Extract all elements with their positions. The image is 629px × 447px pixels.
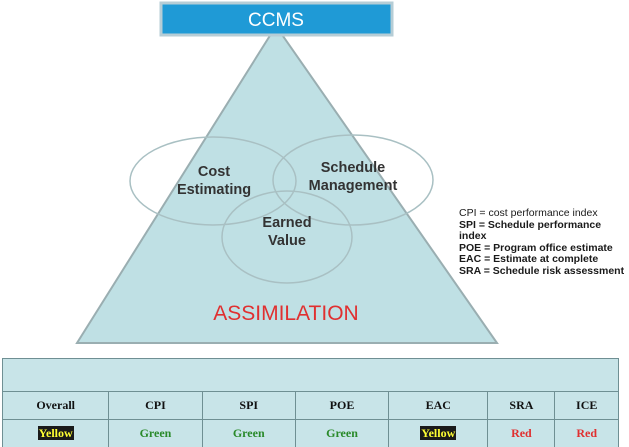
status-cell-eac: Yellow	[388, 419, 489, 447]
status-table-header-band	[2, 358, 619, 392]
status-value-eac: Yellow	[420, 426, 457, 440]
column-header-ice: ICE	[554, 391, 619, 420]
earned-value-label-line2: Value	[268, 233, 306, 249]
status-cell-sra: Red	[487, 419, 556, 447]
acronym-legend: CPI = cost performance index SPI = Sched…	[459, 207, 627, 277]
ccms-header-box	[159, 1, 394, 37]
column-header-sra: SRA	[487, 391, 556, 420]
status-table-header-cell	[2, 358, 619, 392]
legend-item-sra: SRA = Schedule risk assessment	[459, 264, 625, 277]
status-table-value-row: Yellow Green Green Green Yellow Red Red	[1, 419, 619, 447]
assimilation-label: ASSIMILATION	[213, 302, 358, 325]
ccms-header-title: CCMS	[248, 10, 304, 31]
status-value-cpi: Green	[139, 426, 172, 440]
status-value-ice: Red	[576, 426, 598, 440]
status-table-label-row: Overall CPI SPI POE EAC SRA ICE	[1, 391, 619, 420]
status-cell-ice: Red	[554, 419, 619, 447]
column-header-spi: SPI	[201, 391, 296, 420]
earned-value-label-line1: Earned	[262, 215, 311, 231]
legend-item-cpi: CPI = cost performance index	[459, 207, 598, 219]
ccms-diagram: CCMS Cost Estimating Schedule Management…	[75, 1, 499, 344]
schedule-management-label-line1: Schedule	[321, 160, 385, 176]
schedule-management-circle	[272, 134, 434, 226]
schedule-management-label-line2: Management	[309, 178, 398, 194]
status-value-spi: Green	[232, 426, 265, 440]
column-header-cpi: CPI	[108, 391, 203, 420]
column-header-overall: Overall	[1, 391, 110, 420]
status-cell-cpi: Green	[108, 419, 203, 447]
cost-estimating-label-line1: Cost	[198, 164, 230, 180]
status-cell-overall: Yellow	[1, 419, 110, 447]
status-table: Overall CPI SPI POE EAC SRA ICE Yellow G…	[1, 358, 619, 447]
legend-item-spi: SPI = Schedule performance index	[459, 218, 602, 242]
legend-item-eac: EAC = Estimate at complete	[459, 253, 599, 265]
column-header-eac: EAC	[388, 391, 489, 420]
pyramid-triangle	[75, 24, 499, 344]
status-cell-spi: Green	[201, 419, 296, 447]
legend-item-poe: POE = Program office estimate	[459, 241, 613, 254]
cost-estimating-circle	[129, 136, 297, 226]
column-header-poe: POE	[294, 391, 390, 420]
status-value-overall: Yellow	[37, 426, 74, 440]
cost-estimating-label-line2: Estimating	[177, 182, 251, 198]
status-cell-poe: Green	[294, 419, 390, 447]
status-value-poe: Green	[326, 426, 358, 440]
status-value-sra: Red	[511, 426, 532, 440]
earned-value-circle	[221, 190, 353, 284]
